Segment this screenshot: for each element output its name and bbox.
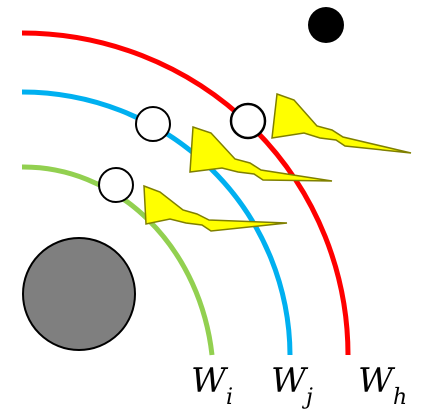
label-w-h: Wh xyxy=(358,361,407,410)
photon-bolt-3 xyxy=(143,184,288,232)
label-w-i: Wi xyxy=(191,361,233,410)
nucleus xyxy=(22,237,136,351)
photon-bolt-1 xyxy=(271,92,412,154)
ionized-electron xyxy=(308,7,344,43)
electron-orbit-h xyxy=(229,102,267,140)
label-w-j: Wj xyxy=(271,361,313,410)
photon-bolt-2 xyxy=(189,125,333,182)
electron-orbit-i xyxy=(98,167,134,203)
electron-orbit-j xyxy=(135,106,171,142)
